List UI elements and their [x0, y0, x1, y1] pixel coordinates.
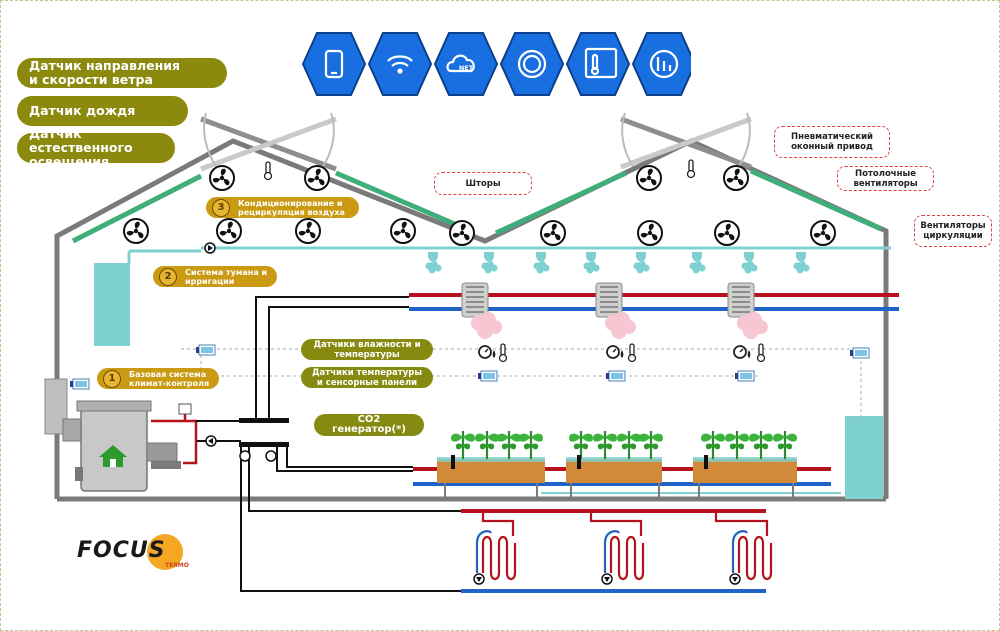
ceiling-fan-icon: [723, 165, 749, 191]
thermometer-icon: [627, 343, 637, 363]
circulation-fan-icon: [449, 220, 475, 246]
co2-generator-label: CO2 генератор(*): [314, 414, 424, 436]
light-sensor-label: Датчик естественного освещения: [17, 127, 175, 169]
dashboard-chart-icon: [649, 49, 679, 79]
climate-base-label: 1 Базовая система климат-контроля: [97, 368, 219, 389]
climate-base-text: Базовая система климат-контроля: [129, 369, 210, 388]
circulation-fan-icon: [540, 220, 566, 246]
circulation-fan-icon: [216, 218, 242, 244]
circulation-fan-icon: [714, 220, 740, 246]
fog-irrigation-text: Система тумана и ирригации: [185, 267, 268, 286]
boiler: [44, 378, 241, 492]
air-conditioning-text: Кондиционирование и рециркуляция воздуха: [238, 198, 345, 217]
sensor-panel-icon: [477, 370, 498, 382]
circulation-fan-icon: [810, 220, 836, 246]
ceiling-fan-icon: [209, 165, 235, 191]
circulation-fan-icon: [637, 220, 663, 246]
net-cloud-icon: [446, 54, 475, 73]
pneumatic-drive-callout: Пневматический оконный привод: [774, 126, 890, 158]
top-icon-bar: NET: [301, 32, 691, 96]
wind-sensor-label: Датчик направления и скорости ветра: [17, 58, 227, 88]
logo-brand: FOCUS: [77, 538, 166, 563]
step-number: 2: [159, 267, 177, 286]
water-tank: [94, 263, 130, 346]
logo-sub: TERMO: [165, 562, 189, 569]
step-number: 1: [103, 369, 121, 388]
thermometer-icon: [756, 343, 766, 363]
ceiling-fan-icon: [636, 165, 662, 191]
focus-termo-logo: FOCUS TERMO: [77, 534, 192, 574]
ceiling-fan-icon: [304, 165, 330, 191]
plant-trays: [437, 429, 841, 499]
step-number: 3: [212, 198, 230, 217]
net-label: NET: [459, 64, 474, 72]
humidity-temp-sensors-label: Датчики влажности и температуры: [301, 339, 433, 360]
circulation-fan-icon: [390, 218, 416, 244]
humidity-gauge-icon: [606, 345, 625, 359]
water-tank-right: [845, 416, 883, 499]
greenhouse-frame: [54, 112, 889, 502]
sensor-panel-icon: [69, 378, 90, 390]
circulation-fan-icon: [295, 218, 321, 244]
control-lines: [240, 296, 463, 592]
sensor-panel-icon: [734, 370, 755, 382]
curtains-callout: Шторы: [434, 172, 532, 195]
fog-nozzles: [425, 252, 810, 274]
underfloor-coils: [473, 511, 773, 585]
thermometer-icon: [263, 161, 273, 181]
humidity-gauge-icon: [478, 345, 497, 359]
tablet-icon: [324, 49, 344, 79]
ring-icon: [517, 49, 547, 79]
sensor-panel-icon: [849, 347, 870, 359]
circulation-fan-icon: [123, 218, 149, 244]
air-conditioning-label: 3 Кондиционирование и рециркуляция возду…: [206, 197, 359, 218]
thermometer-icon: [498, 343, 508, 363]
sensor-panel-icon: [195, 344, 216, 356]
temp-sensors-panels-label: Датчики температуры и сенсорные панели: [301, 367, 433, 388]
thermometer-icon: [686, 159, 696, 179]
sensor-panel-icon: [605, 370, 626, 382]
thermometer-screen-icon: [584, 47, 618, 79]
humidity-gauge-icon: [733, 345, 752, 359]
circulation-fans-callout: Вентиляторы циркуляции: [914, 215, 992, 247]
rain-sensor-label: Датчик дождя: [17, 96, 188, 126]
wifi-icon: [387, 55, 413, 62]
fog-irrigation-label: 2 Система тумана и ирригации: [153, 266, 277, 287]
ceiling-fans-callout: Потолочные вентиляторы: [837, 166, 934, 191]
